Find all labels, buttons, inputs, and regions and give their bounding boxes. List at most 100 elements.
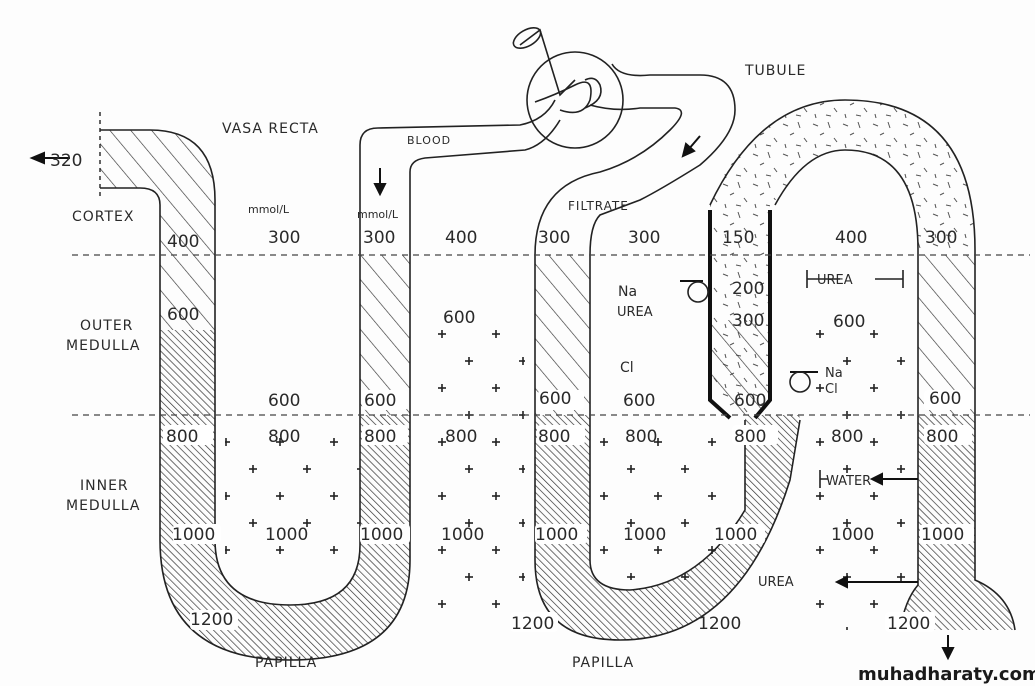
tubule-values: 300 600 800 1000 1200 300 600 800 1000 1…: [510, 228, 778, 634]
outflow-arrow-head: [29, 151, 45, 165]
value-cd-bottom: 1200: [887, 614, 930, 634]
na-pump-left-icon: [687, 281, 709, 303]
na-pump-right-icon: [789, 371, 811, 393]
value-int-left-4: 1000: [265, 525, 308, 545]
value-outflow: 320: [50, 151, 82, 171]
tubule-inner-wall: [589, 63, 746, 591]
value-int-right-1: 400: [835, 228, 867, 248]
vasa-recta-descending-upper: [360, 255, 410, 415]
value-cd-4: 1000: [921, 525, 964, 545]
value-vr-asc-4: 1000: [172, 525, 215, 545]
urea-barrier-bracket: [806, 270, 904, 288]
value-int-right-3: 800: [831, 427, 863, 447]
region-labels: VASA RECTA BLOOD TUBULE FILTRATE CORTEX …: [66, 63, 806, 671]
water-barrier-bracket: [819, 470, 828, 488]
label-papilla-left: PAPILLA: [255, 655, 317, 671]
thick-ascending-wall-right: [753, 210, 772, 420]
watermark: muhadharaty.com: [858, 664, 1035, 685]
value-tub-thin-2: 600: [623, 391, 655, 411]
value-tub-thin-4: 1000: [623, 525, 666, 545]
vasa-recta-outer-wall: [100, 119, 561, 661]
value-vr-desc-2: 600: [364, 391, 396, 411]
water-arrow-head: [869, 472, 883, 486]
interstitium-left-field: [225, 420, 360, 565]
value-tal-5: 800: [734, 427, 766, 447]
glomerular-tuft: [534, 81, 592, 114]
label-medulla-inner: MEDULLA: [66, 498, 140, 514]
value-vr-desc-3: 800: [364, 427, 396, 447]
label-water: WATER: [826, 474, 871, 489]
value-tub-desc-1: 300: [538, 228, 570, 248]
vasa-recta-values: 320 400 600 800 1000 1200 300 600 800 10…: [50, 151, 410, 630]
descending-limb-upper: [535, 255, 590, 415]
collecting-duct-values: 300 600 800 1000 1200: [885, 228, 974, 634]
value-vr-asc-1: 400: [167, 232, 199, 252]
solute-labels: Na UREA Cl Na Cl UREA WATER UREA: [617, 273, 871, 590]
label-blood: BLOOD: [407, 134, 451, 147]
value-int-mid-4: 1000: [441, 525, 484, 545]
value-tub-thin-1: 300: [628, 228, 660, 248]
value-vr-desc-4: 1000: [360, 525, 403, 545]
label-urea-barrier: UREA: [817, 273, 853, 288]
value-tal-3: 300: [732, 311, 764, 331]
bowman-capsule: [526, 51, 624, 149]
value-int-right-4: 1000: [831, 525, 874, 545]
afferent-arteriole: [519, 28, 576, 97]
label-cl-right: Cl: [825, 382, 838, 397]
value-vr-bottom: 1200: [190, 610, 233, 630]
collecting-duct-right-wall: [974, 250, 1016, 631]
label-na: Na: [618, 284, 637, 300]
vasa-recta-loop: [99, 99, 561, 661]
value-tub-bottom: 1200: [511, 614, 554, 634]
value-int-left-3: 800: [268, 427, 300, 447]
urine-arrow-head: [941, 647, 955, 661]
value-tal-2: 200: [732, 279, 764, 299]
label-urea-tal: UREA: [617, 305, 653, 320]
value-vr-asc-2: 600: [167, 305, 199, 325]
value-int-mid-2: 600: [443, 308, 475, 328]
value-tub-desc-3: 800: [538, 427, 570, 447]
value-tub-desc-4: 1000: [535, 525, 578, 545]
distal-tubule-fill: [710, 100, 975, 250]
value-int-mid-1: 400: [445, 228, 477, 248]
value-int-right-2: 600: [833, 312, 865, 332]
urea-out-arrow-head: [834, 575, 848, 589]
label-cortex: CORTEX: [72, 209, 135, 225]
interstitium-solute-fields: [225, 320, 915, 630]
vasa-recta-deep: [160, 330, 410, 660]
value-tub-thin-3: 800: [625, 427, 657, 447]
flow-arrows: [29, 135, 955, 661]
interstitium-values: 300 600 800 1000 400 600 800 1000 400 60…: [265, 228, 874, 545]
distal-tubule-outer: [709, 99, 976, 251]
collecting-duct-upper: [918, 255, 975, 415]
value-tub-desc-2: 600: [539, 389, 571, 409]
label-outer: OUTER: [80, 318, 133, 334]
label-filtrate: FILTRATE: [568, 199, 629, 213]
blood-flow-arrow-head: [373, 183, 387, 197]
label-cl: Cl: [620, 360, 634, 376]
label-vasa-recta: VASA RECTA: [222, 121, 319, 137]
nephron-tubule: [534, 63, 976, 641]
distal-tubule-inner: [774, 149, 919, 251]
value-int-left-1: 300: [268, 228, 300, 248]
collecting-duct: [899, 250, 1016, 631]
value-cd-2: 600: [929, 389, 961, 409]
label-na-right: Na: [825, 366, 843, 381]
arteriole-opening: [512, 26, 542, 50]
thick-ascending-hatch: [712, 320, 770, 415]
value-cd-3: 800: [926, 427, 958, 447]
thick-ascending-wall-left: [708, 210, 732, 420]
label-unit-2: mmol/L: [357, 208, 399, 221]
tuft-loop: [584, 77, 602, 109]
label-tubule: TUBULE: [744, 63, 806, 79]
glomerulus: [512, 26, 624, 149]
vasa-recta-inner-wall: [100, 99, 556, 606]
interstitium-middle-field: [425, 320, 525, 620]
value-vr-desc-1: 300: [363, 228, 395, 248]
value-vr-asc-3: 800: [166, 427, 198, 447]
value-int-left-2: 600: [268, 391, 300, 411]
tubule-outer-wall: [534, 104, 801, 641]
value-tal-4: 600: [734, 391, 766, 411]
